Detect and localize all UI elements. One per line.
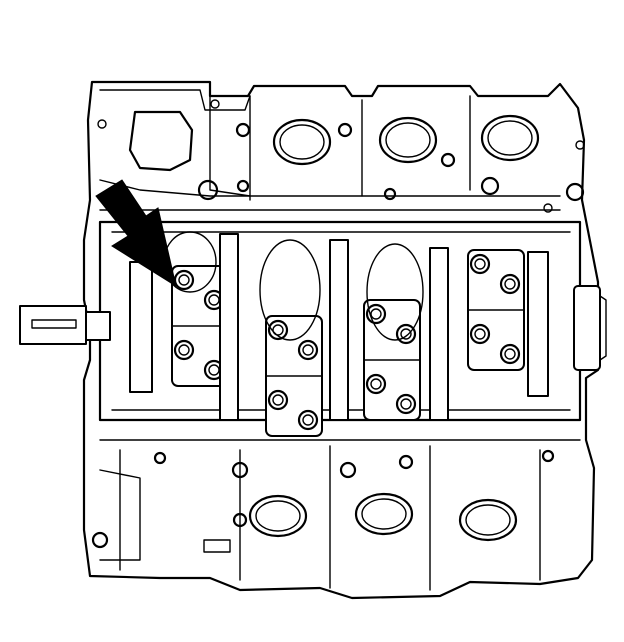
main-bearing-cap-bolt-10: [395, 323, 417, 345]
main-bearing-cap-bolt-12: [395, 393, 417, 415]
main-bearing-cap-3: [363, 299, 421, 421]
crankshaft: [19, 285, 607, 371]
main-bearing-cap-bolt-7: [267, 389, 289, 411]
bottom-deck: [91, 445, 555, 591]
main-bearing-cap-bolt-6: [297, 339, 319, 361]
main-bearing-cap-2: [265, 315, 323, 437]
crank-webs: [129, 231, 549, 421]
main-bearing-cap-bolt-3: [173, 339, 195, 361]
main-bearing-cap-bolt-11: [365, 373, 387, 395]
main-bearing-cap-bolt-8: [297, 409, 319, 431]
cylinder-bore-top-3: [480, 114, 540, 162]
cylinder-bore-top-2: [378, 116, 438, 164]
cylinder-bore-bottom-1: [248, 494, 308, 538]
main-bearing-cap-bolt-13: [469, 253, 491, 275]
main-bearing-cap-4: [467, 249, 525, 371]
main-bearing-cap-bolt-15: [469, 323, 491, 345]
rear-flange: [573, 285, 601, 371]
main-bearing-cap-bolt-16: [499, 343, 521, 365]
main-bearing-caps: [171, 249, 525, 437]
main-bearing-cap-bolt-9: [365, 303, 387, 325]
cylinder-bore-bottom-3: [458, 498, 518, 542]
main-bearing-cap-bolt-5: [267, 319, 289, 341]
block-outline: [82, 80, 600, 600]
arrow-pointer-icon: [95, 179, 177, 288]
top-deck: [97, 89, 585, 213]
main-bearing-cap-bolt-14: [499, 273, 521, 295]
cylinder-bore-bottom-2: [354, 492, 414, 536]
cylinder-bore-top-1: [272, 118, 332, 166]
